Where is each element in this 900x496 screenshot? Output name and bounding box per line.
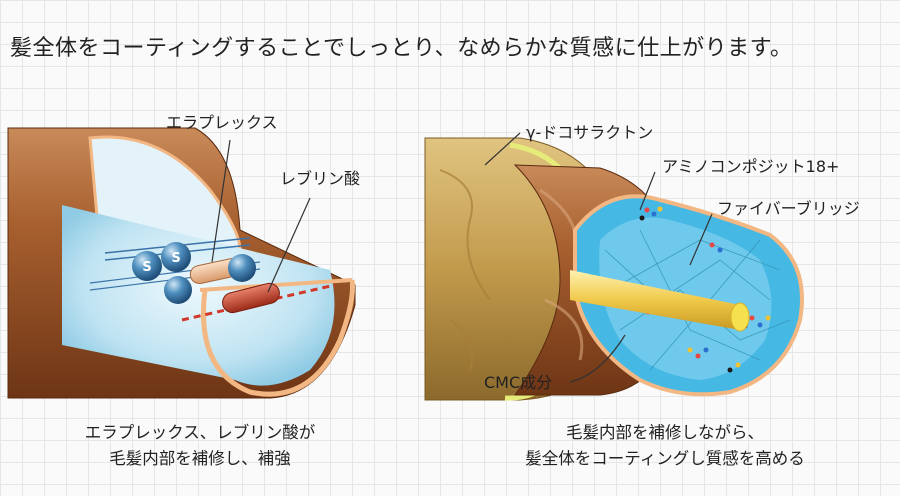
label-eraplex: エラプレックス: [166, 113, 278, 132]
left-caption: エラプレックス、レブリン酸が 毛髪内部を補修し、補強: [0, 420, 400, 472]
left-caption-line-1: エラプレックス、レブリン酸が: [0, 420, 400, 446]
hair-cross-section-diagrams: S S エラプレックス レブリン酸: [0, 0, 900, 420]
right-caption: 毛髪内部を補修しながら、 髪全体をコーティングし質感を高める: [430, 420, 900, 472]
right-hair-diagram: γ-ドコサラクトン アミノコンポジット18+ ファイバーブリッジ CMC成分: [425, 123, 860, 400]
right-caption-line-1: 毛髪内部を補修しながら、: [430, 420, 900, 446]
left-hair-diagram: S S エラプレックス レブリン酸: [8, 113, 360, 398]
sphere-s-label: S: [142, 260, 151, 275]
left-caption-line-2: 毛髪内部を補修し、補強: [0, 446, 400, 472]
label-leburin: レブリン酸: [280, 169, 360, 188]
sphere-s-label: S: [171, 251, 180, 266]
label-fiber-bridge: ファイバーブリッジ: [717, 199, 860, 218]
right-caption-line-2: 髪全体をコーティングし質感を高める: [430, 446, 900, 472]
label-cmc: CMC成分: [484, 373, 552, 392]
label-amino-composite: アミノコンポジット18+: [662, 157, 839, 176]
bond-sphere: [228, 254, 256, 282]
label-gamma-docosalactone: γ-ドコサラクトン: [526, 123, 653, 142]
bond-sphere: [164, 276, 192, 304]
